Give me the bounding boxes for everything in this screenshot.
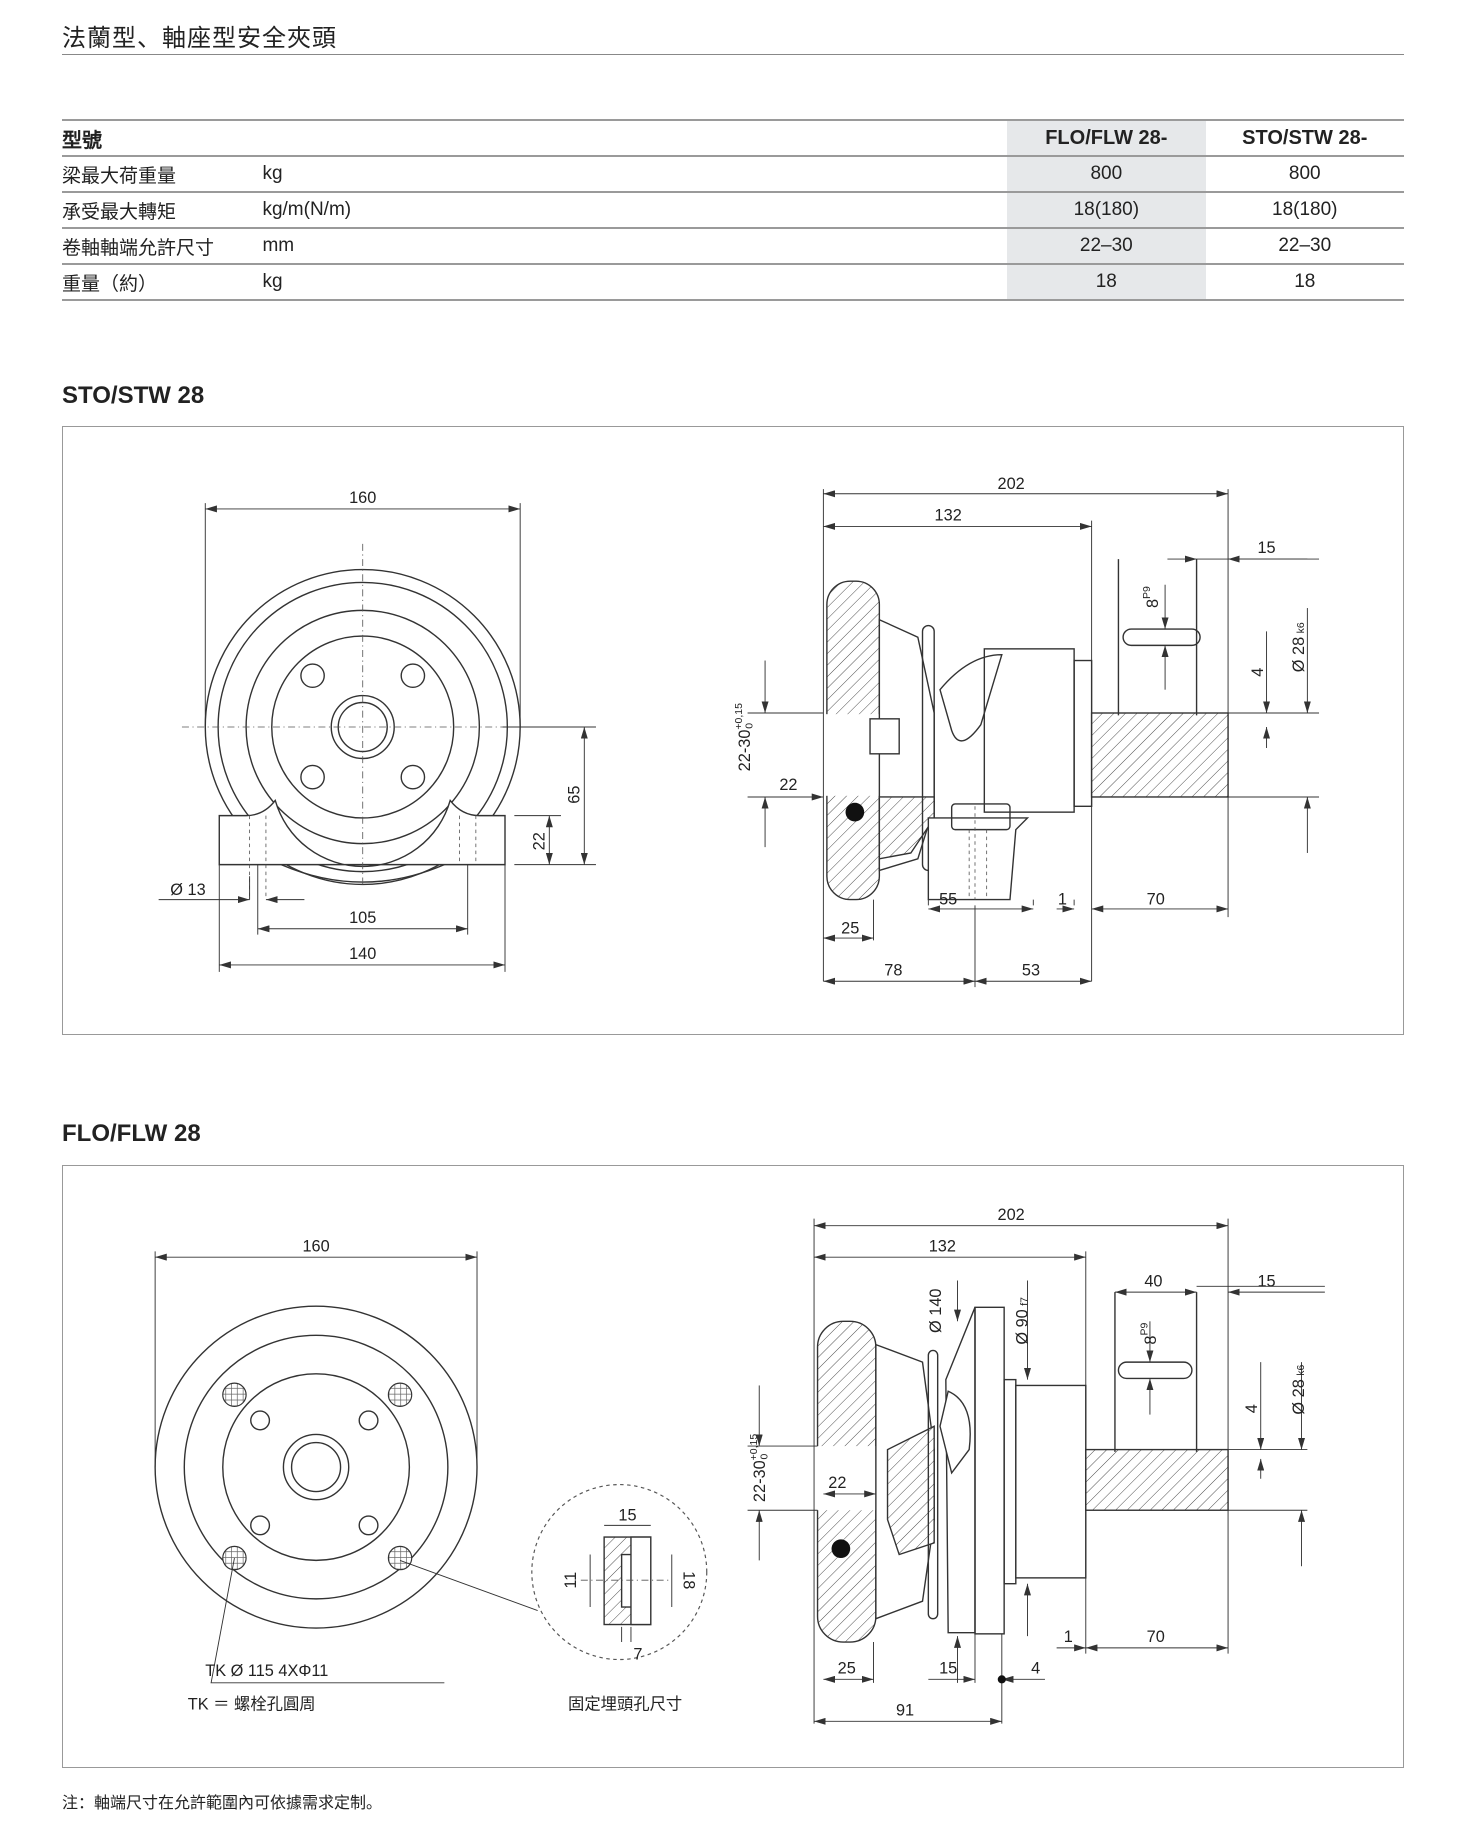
dim-body: 132 <box>929 1237 956 1255</box>
dim-bore-depth: 22 <box>828 1474 846 1492</box>
detail-top: 15 <box>618 1507 636 1525</box>
row-label: 承受最大轉矩 <box>62 192 263 229</box>
flo-side-view: 202 132 40 15 Ø 140 Ø 90f7 8P9 4 Ø 28k6 … <box>747 1206 1325 1725</box>
dim-bore-depth: 22 <box>779 776 797 794</box>
dim-block: 55 <box>939 890 957 908</box>
row-value-flo: 22–30 <box>1007 228 1206 265</box>
dim-bore: 22-30+0,150 <box>734 703 755 771</box>
table-row: 卷軸軸端允許尺寸 mm 22–30 22–30 <box>62 228 1404 265</box>
dim-end: 15 <box>1257 1272 1275 1290</box>
detail-right: 18 <box>679 1571 697 1589</box>
dim-gap: 1 <box>1058 890 1067 908</box>
row-unit: mm <box>262 228 1008 265</box>
table-row: 重量（約） kg 18 18 <box>62 264 1404 301</box>
detail-bottom: 7 <box>633 1646 642 1664</box>
dim-width: 160 <box>349 489 376 507</box>
row-value-sto: 18 <box>1205 264 1404 301</box>
dim-base: 22 <box>531 832 549 850</box>
dim-pilot: 4 <box>1031 1660 1040 1678</box>
dim-wheel: 25 <box>841 919 859 937</box>
dim-hole-spacing: 105 <box>349 909 376 927</box>
sto-section-title: STO/STW 28 <box>62 382 205 409</box>
dim-end: 15 <box>1257 539 1275 557</box>
dim-key: 8P9 <box>1140 1323 1160 1345</box>
row-unit: kg <box>262 156 1008 193</box>
dim-base-width: 140 <box>349 945 376 963</box>
row-value-sto: 22–30 <box>1205 228 1404 265</box>
dim-key-depth: 4 <box>1249 668 1267 677</box>
dim-overall: 202 <box>998 475 1025 493</box>
dim-shaft-len: 70 <box>1147 1628 1165 1646</box>
counterbore-detail: 15 11 18 7 固定埋頭孔尺寸 <box>531 1483 708 1714</box>
row-value-sto: 800 <box>1205 156 1404 193</box>
dim-key-depth: 4 <box>1243 1404 1261 1413</box>
dim-hole: Ø 13 <box>170 881 205 899</box>
dim-flange: 15 <box>939 1660 957 1678</box>
dim-width: 160 <box>302 1237 329 1255</box>
dim-shaft-dia: Ø 28k6 <box>1290 1364 1308 1414</box>
title-divider <box>62 54 1404 55</box>
flo-section-title: FLO/FLW 28 <box>62 1120 201 1147</box>
dim-key-len: 40 <box>1144 1272 1162 1290</box>
spec-table: 型號 FLO/FLW 28- STO/STW 28- 梁最大荷重量 kg 800… <box>62 119 1404 301</box>
detail-left: 11 <box>562 1572 580 1589</box>
sto-front-view: 160 65 22 Ø 13 105 140 <box>158 489 596 972</box>
dim-body: 132 <box>935 507 962 525</box>
flo-drawing-box: 160 TK Ø 115 4XΦ11 TK ＝ 螺栓孔圓周 15 11 18 7… <box>62 1165 1404 1768</box>
dim-gap: 1 <box>1064 1628 1073 1646</box>
row-value-flo: 800 <box>1007 156 1206 193</box>
row-value-flo: 18(180) <box>1007 192 1206 229</box>
detail-caption: 固定埋頭孔尺寸 <box>568 1696 682 1714</box>
flo-drawing: 160 TK Ø 115 4XΦ11 TK ＝ 螺栓孔圓周 15 11 18 7… <box>154 1206 1325 1725</box>
dim-left: 91 <box>896 1701 914 1719</box>
dim-right: 53 <box>1022 961 1040 979</box>
table-header-row: 型號 FLO/FLW 28- STO/STW 28- <box>62 119 1404 157</box>
row-value-sto: 18(180) <box>1205 192 1404 229</box>
dim-shaft-dia: Ø 28k6 <box>1290 622 1308 672</box>
dim-flange-dia: Ø 140 <box>927 1289 945 1333</box>
sto-drawing: 160 65 22 Ø 13 105 140 <box>158 475 1320 988</box>
row-unit: kg/m(N/m) <box>262 192 1008 229</box>
table-row: 承受最大轉矩 kg/m(N/m) 18(180) 18(180) <box>62 192 1404 229</box>
row-label: 重量（約） <box>62 264 263 301</box>
flo-front-view: 160 TK Ø 115 4XΦ11 TK ＝ 螺栓孔圓周 <box>154 1237 538 1714</box>
dim-key: 8P9 <box>1142 586 1162 608</box>
sto-drawing-box: 160 65 22 Ø 13 105 140 <box>62 426 1404 1035</box>
dim-height: 65 <box>566 786 584 804</box>
dim-wheel: 25 <box>838 1660 856 1678</box>
model-sto: STO/STW 28- <box>1205 119 1404 157</box>
tk-legend: TK ＝ 螺栓孔圓周 <box>188 1696 316 1714</box>
row-value-flo: 18 <box>1007 264 1206 301</box>
dim-bore: 22-30+0,150 <box>749 1434 770 1502</box>
model-flo: FLO/FLW 28- <box>1007 119 1206 157</box>
table-row: 梁最大荷重量 kg 800 800 <box>62 156 1404 193</box>
page-title: 法蘭型、軸座型安全夾頭 <box>62 25 337 52</box>
footnote: 注：軸端尺寸在允許範圍內可依據需求定制。 <box>62 1795 383 1812</box>
row-label: 梁最大荷重量 <box>62 156 263 193</box>
dim-overall: 202 <box>998 1206 1025 1224</box>
dim-shaft-len: 70 <box>1147 890 1165 908</box>
sto-side-view: 202 132 15 8P9 4 Ø 28k6 22-30+0,150 22 5… <box>734 475 1320 988</box>
row-unit: kg <box>262 264 1008 301</box>
header-label: 型號 <box>62 119 1008 157</box>
dim-left: 78 <box>884 961 902 979</box>
row-label: 卷軸軸端允許尺寸 <box>62 228 263 265</box>
dim-pilot-dia: Ø 90f7 <box>1013 1297 1031 1345</box>
bolt-circle-label: TK Ø 115 4XΦ11 <box>205 1662 328 1680</box>
